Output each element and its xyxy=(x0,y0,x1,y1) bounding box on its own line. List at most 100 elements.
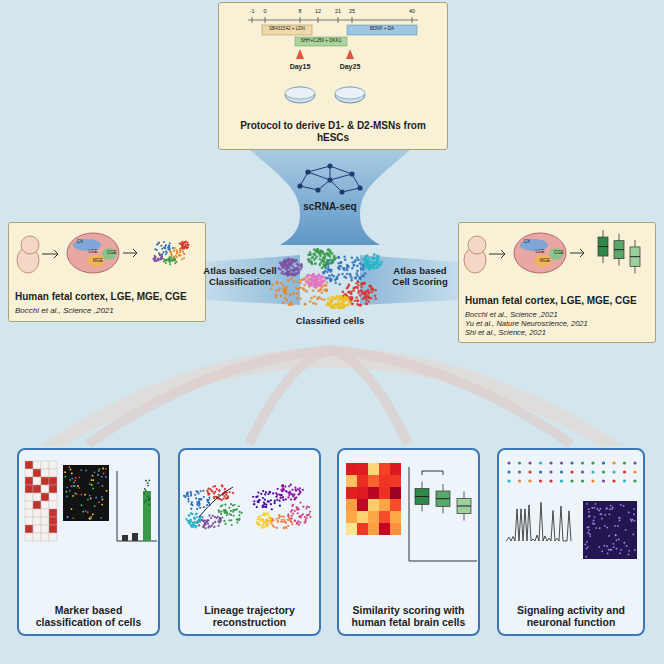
heatmap-cell xyxy=(368,463,379,475)
signal-dot xyxy=(599,513,601,515)
cell-dot xyxy=(188,515,190,517)
signal-dot xyxy=(71,508,73,510)
heatmap-cell xyxy=(25,509,33,517)
cell-dot xyxy=(191,513,193,515)
cell-dot xyxy=(285,273,288,276)
signal-dot xyxy=(102,485,104,487)
heatmap-cell xyxy=(49,477,57,485)
cell-dot xyxy=(308,506,310,508)
cell-dot xyxy=(314,262,317,265)
flow-label: Atlas based Cell Classification xyxy=(202,266,278,288)
cell-dot xyxy=(339,283,342,286)
cell-dot xyxy=(188,514,190,516)
signal-dot xyxy=(71,473,73,475)
bar-dot xyxy=(148,504,150,506)
signal-dot xyxy=(618,539,620,541)
neuron-body xyxy=(349,171,354,176)
cell-dot xyxy=(296,268,299,271)
media-bar xyxy=(262,25,312,35)
cell-dot xyxy=(282,499,284,501)
cell-dot xyxy=(159,254,161,256)
cell-dot xyxy=(351,261,354,264)
cell-dot xyxy=(229,513,231,515)
cell-dot xyxy=(270,287,273,290)
signal-dot xyxy=(632,534,634,536)
cell-dot xyxy=(236,508,238,510)
cell-dot xyxy=(327,262,330,265)
median xyxy=(415,496,429,497)
citation: Bocchi et al., Science ,2021 xyxy=(465,310,649,319)
cell-dot xyxy=(213,526,215,528)
cell-dot xyxy=(291,303,294,306)
cell-dot xyxy=(358,304,361,307)
cell-dot xyxy=(181,243,183,245)
cell-dot xyxy=(227,496,229,498)
cell-dot xyxy=(339,261,342,264)
media-bar xyxy=(347,25,417,35)
cell-dot xyxy=(333,303,336,306)
cell-dot xyxy=(374,295,377,298)
cell-dot xyxy=(279,262,282,265)
cell-dot xyxy=(158,242,160,244)
heatmap-cell xyxy=(368,511,379,523)
cell-dot xyxy=(351,267,354,270)
heatmap-cell xyxy=(49,461,57,469)
signal-dot xyxy=(85,470,87,472)
cell-dot xyxy=(360,268,363,271)
umap-plot xyxy=(270,248,383,310)
cell-dot xyxy=(317,277,320,280)
signal-dot xyxy=(598,510,600,512)
cell-dot xyxy=(317,297,320,300)
box-plot xyxy=(415,489,429,505)
signal-dot xyxy=(539,479,542,482)
cell-dot xyxy=(169,250,171,252)
cell-dot xyxy=(270,499,272,501)
signal-dot xyxy=(89,483,91,485)
region-label: CGE xyxy=(104,250,120,255)
cell-dot xyxy=(307,514,309,516)
signal-dot xyxy=(623,470,626,473)
heatmap-cell xyxy=(41,493,49,501)
cell-dot xyxy=(173,250,175,252)
signal-dot xyxy=(72,495,74,497)
signal-dot xyxy=(100,517,102,519)
axis-tick xyxy=(300,17,301,23)
cell-dot xyxy=(365,263,368,266)
cell-dot xyxy=(171,256,173,258)
cell-dot xyxy=(356,270,359,273)
heatmap-cell xyxy=(41,469,49,477)
cell-dot xyxy=(159,254,161,256)
cell-dot xyxy=(291,277,294,280)
heatmap-cell xyxy=(33,485,41,493)
cell-dot xyxy=(309,253,312,256)
heatmap-cell xyxy=(33,533,41,541)
dish-lid xyxy=(285,87,315,99)
cell-dot xyxy=(297,520,299,522)
cell-dot xyxy=(342,303,345,306)
cell-dot xyxy=(365,299,368,302)
signal-dot xyxy=(615,534,617,536)
signal-dot xyxy=(71,478,73,480)
cell-dot xyxy=(304,516,306,518)
cell-dot xyxy=(216,488,218,490)
box-plot xyxy=(436,491,450,506)
cell-dot xyxy=(276,527,278,529)
region-label: CGE xyxy=(551,250,567,255)
cell-dot xyxy=(330,262,333,265)
cell-dot xyxy=(169,261,171,263)
cell-dot xyxy=(277,289,280,292)
cell-dot xyxy=(372,263,375,266)
cell-dot xyxy=(332,306,335,309)
cell-dot xyxy=(235,509,237,511)
signal-dot xyxy=(89,517,91,519)
cell-dot xyxy=(200,490,202,492)
signal-dot xyxy=(615,535,617,537)
heatmap-cell xyxy=(33,525,41,533)
cell-dot xyxy=(360,286,363,289)
cell-dot xyxy=(264,525,266,527)
cell-dot xyxy=(336,307,339,310)
cell-dot xyxy=(317,248,320,251)
cell-dot xyxy=(310,262,313,265)
cell-dot xyxy=(192,523,194,525)
